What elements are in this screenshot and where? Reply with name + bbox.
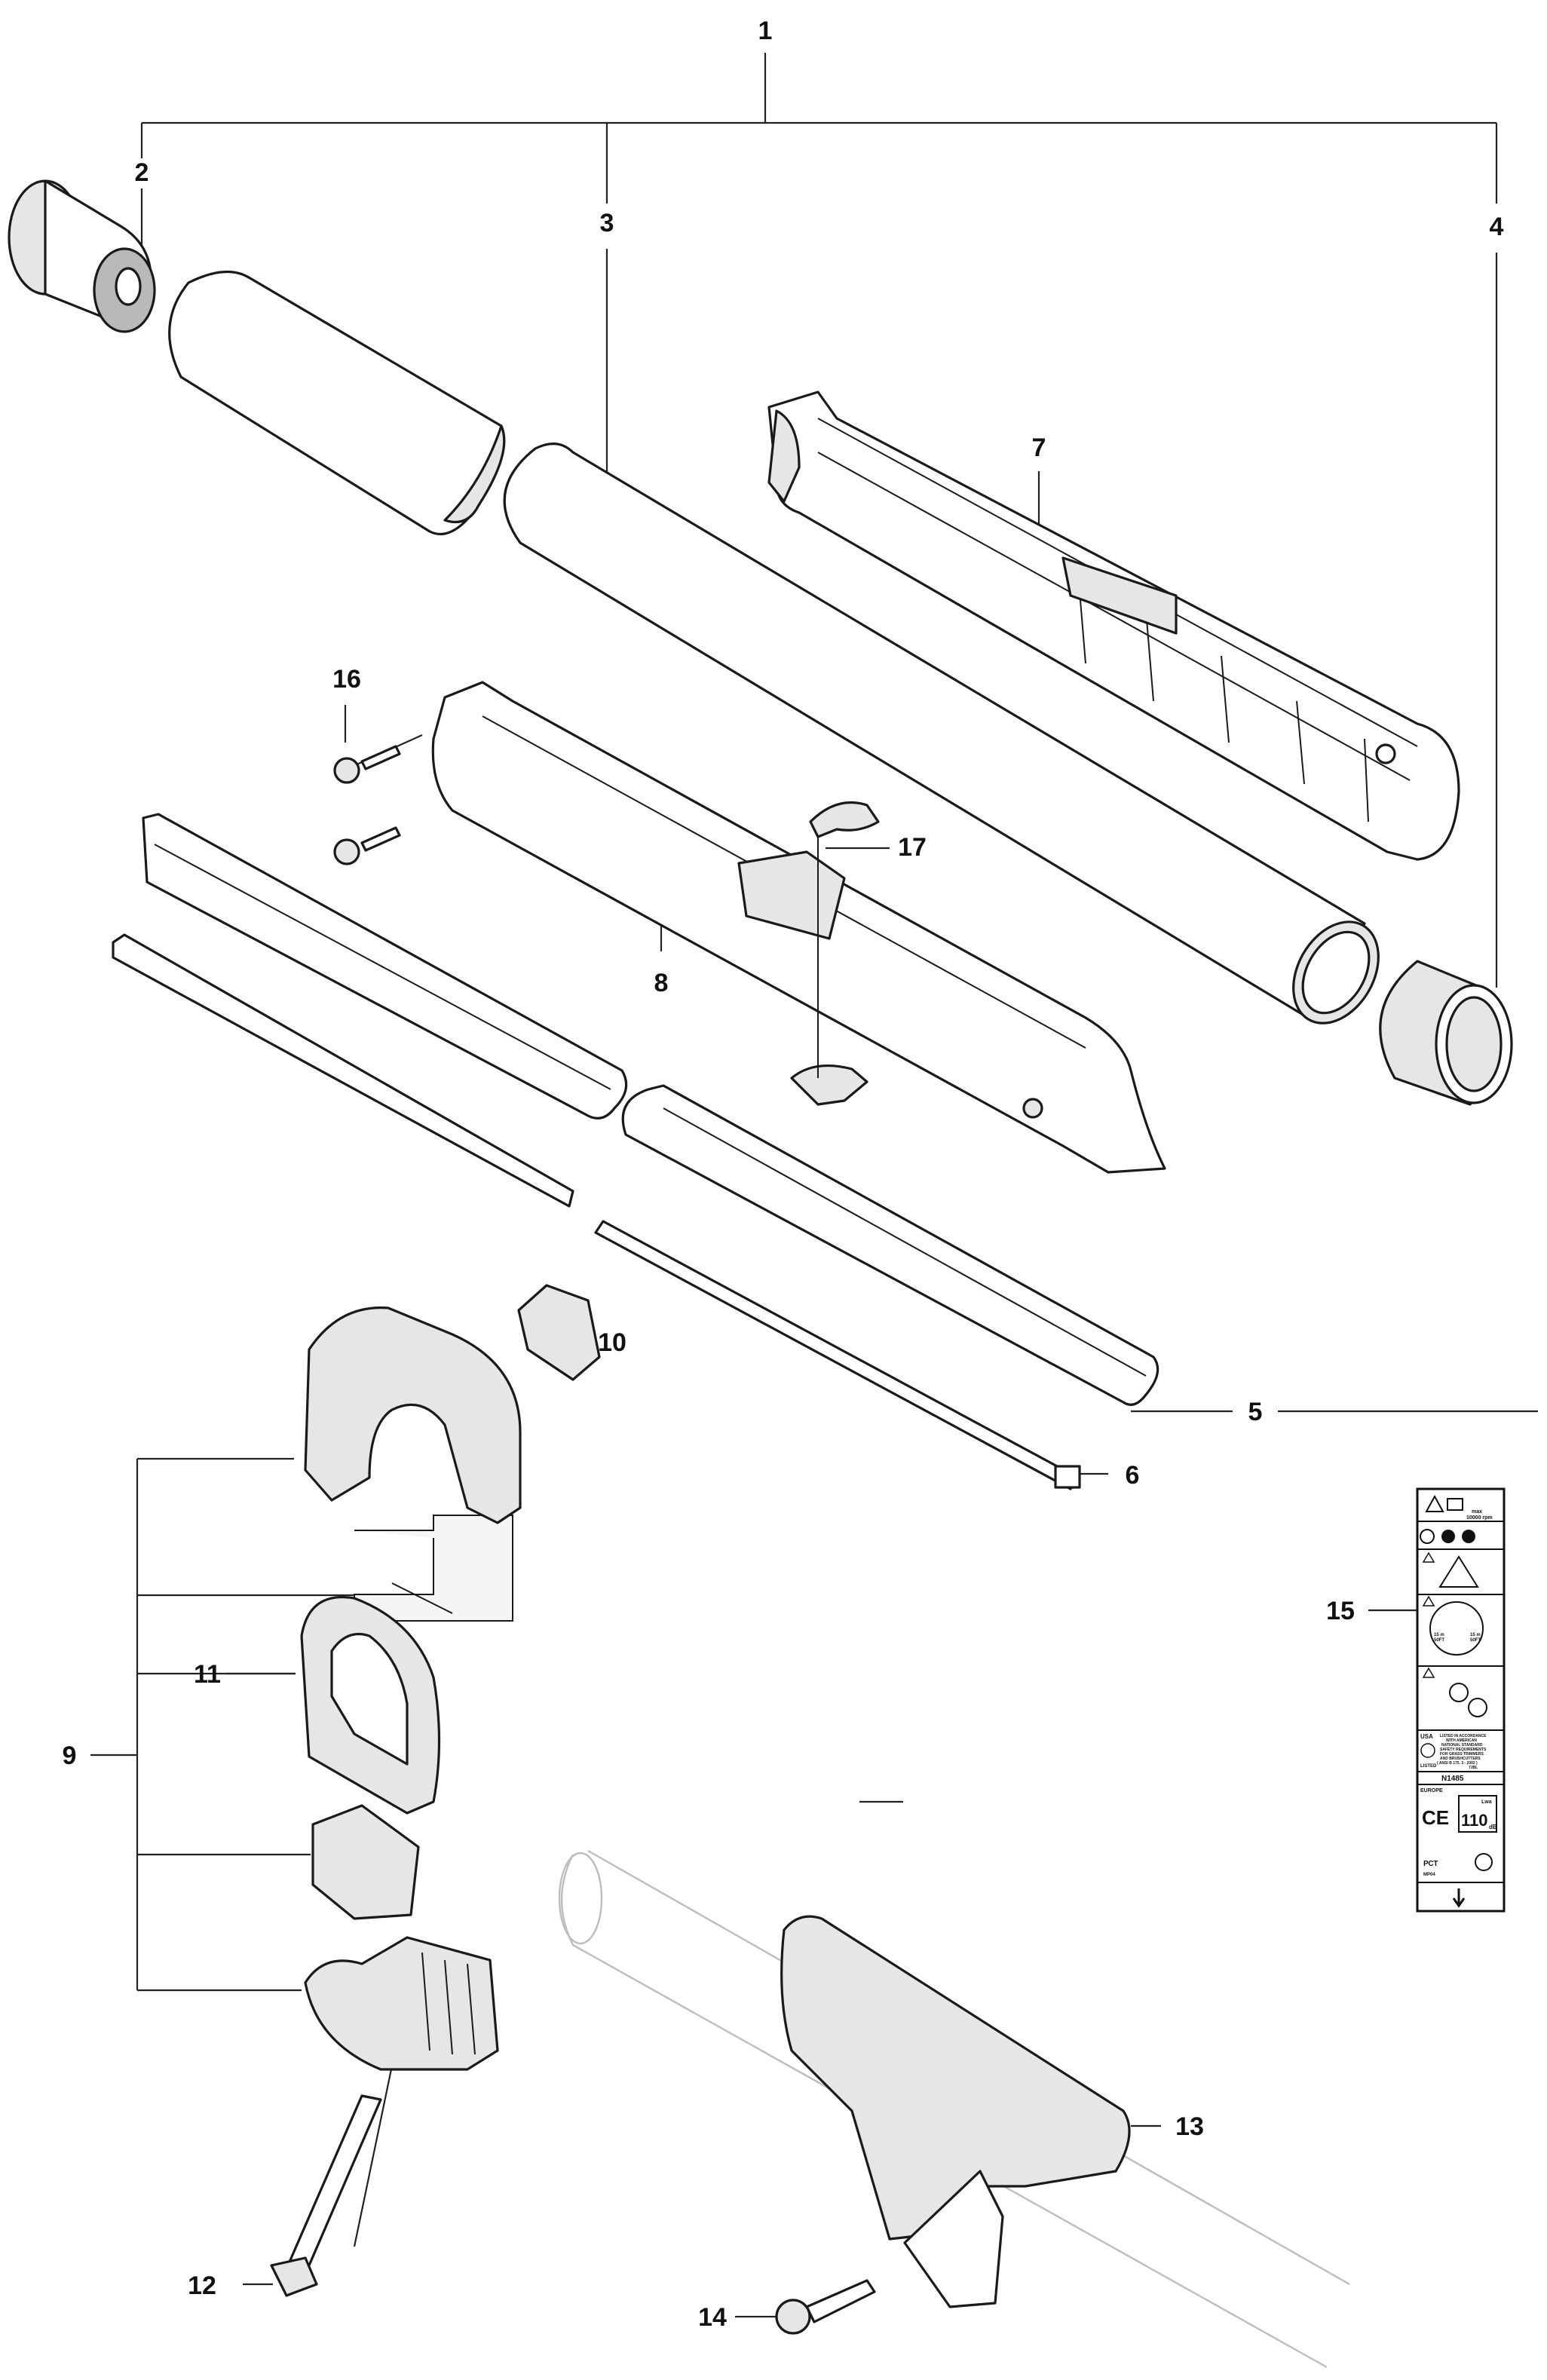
decal-ul-1: LISTED IN ACCORDANCE: [1440, 1734, 1487, 1738]
decal-ul-5: FOR GRASS TRIMMERS: [1440, 1752, 1484, 1757]
part-3-shaft-tube: [503, 443, 1380, 1025]
decal-pct: РСТ: [1423, 1860, 1438, 1868]
label-part-16: 16: [332, 665, 361, 694]
label-part-14: 14: [698, 2303, 727, 2332]
label-part-4: 4: [1490, 213, 1504, 241]
part-16-screws: [333, 745, 401, 865]
part-14-screw: [775, 2279, 876, 2335]
manual-book-icon: [1447, 1498, 1463, 1511]
part-15-decal: max 10000 rpm 15 m 50FT 15 m 50FT USA LI…: [1416, 1487, 1506, 1913]
decal-lwa-label: Lwa: [1481, 1800, 1492, 1805]
decal-ul-3: NATIONAL STANDARD: [1441, 1743, 1483, 1747]
label-part-17: 17: [898, 833, 927, 862]
part-9-lower-clamp: [304, 1936, 499, 2071]
decal-n-code: N1485: [1441, 1775, 1464, 1783]
decal-ul-6: AND BRUSHCUTTERS: [1440, 1757, 1481, 1761]
decal-distance-right: 15 m: [1470, 1633, 1481, 1637]
decal-ul-8: 7JBL: [1469, 1766, 1478, 1770]
decal-pct-sub: MP04: [1423, 1873, 1435, 1877]
decal-ul-4: SAFETY REQUIREMENTS: [1440, 1747, 1487, 1752]
part-5-tube-halves: [142, 813, 1159, 1406]
label-part-6: 6: [1126, 1461, 1140, 1490]
decal-ce: CE: [1422, 1806, 1449, 1829]
part-13-mount: [780, 1915, 1131, 2308]
label-part-5: 5: [1248, 1398, 1263, 1426]
part-4-front-cap: [1379, 960, 1513, 1106]
part-10-rubber-block: [517, 1284, 601, 1381]
label-part-7: 7: [1032, 433, 1046, 462]
part-2-end-cap: [8, 179, 156, 333]
part-9-middle-insert: [311, 1804, 420, 1920]
part-17-clip: [790, 801, 880, 1106]
label-part-11: 11: [194, 1660, 221, 1689]
arrow-down-icon: [1452, 1888, 1466, 1908]
part-foam-grip: [168, 270, 506, 535]
decal-usa: USA: [1420, 1733, 1433, 1740]
label-part-2: 2: [135, 158, 149, 187]
decal-distance-left-2: 50FT: [1434, 1638, 1444, 1643]
decal-europe: EUROPE: [1420, 1788, 1443, 1793]
part-9-upper-clamp: [304, 1306, 522, 1614]
decal-rpm-1: max: [1472, 1509, 1482, 1515]
decal-rpm-2: 10000 rpm: [1466, 1515, 1493, 1521]
label-part-15: 15: [1326, 1597, 1355, 1625]
warning-triangle-icon: [1425, 1494, 1444, 1512]
label-part-12: 12: [188, 2271, 216, 2300]
decal-lwa-value: 110: [1461, 1811, 1488, 1830]
part-12-bolt: [270, 2094, 382, 2297]
part-7-cover: [767, 391, 1460, 861]
decal-distance-left: 15 m: [1434, 1633, 1444, 1637]
part-11-handle-loop: [300, 1596, 441, 1815]
decal-ul-2: WITH AMERICAN: [1446, 1738, 1477, 1743]
decal-listed: LISTED: [1420, 1764, 1437, 1769]
label-part-8: 8: [654, 969, 669, 997]
decal-ul-7: ( ANSI B 175. 3 - 2002 ): [1437, 1761, 1478, 1766]
decal-distance-right-2: 50FT: [1470, 1638, 1481, 1643]
label-part-3: 3: [600, 209, 614, 237]
label-part-13: 13: [1175, 2112, 1204, 2141]
label-part-9: 9: [63, 1741, 77, 1770]
callout-labels: 1 2 3 4 5 6 7 8 9 10 11 12 13 14 15 16 1…: [63, 17, 1504, 2332]
label-part-1: 1: [758, 17, 773, 45]
label-part-10: 10: [598, 1328, 626, 1357]
part-6-drive-shaft: [112, 933, 1081, 1490]
decal-lwa-unit: dB: [1489, 1824, 1497, 1830]
